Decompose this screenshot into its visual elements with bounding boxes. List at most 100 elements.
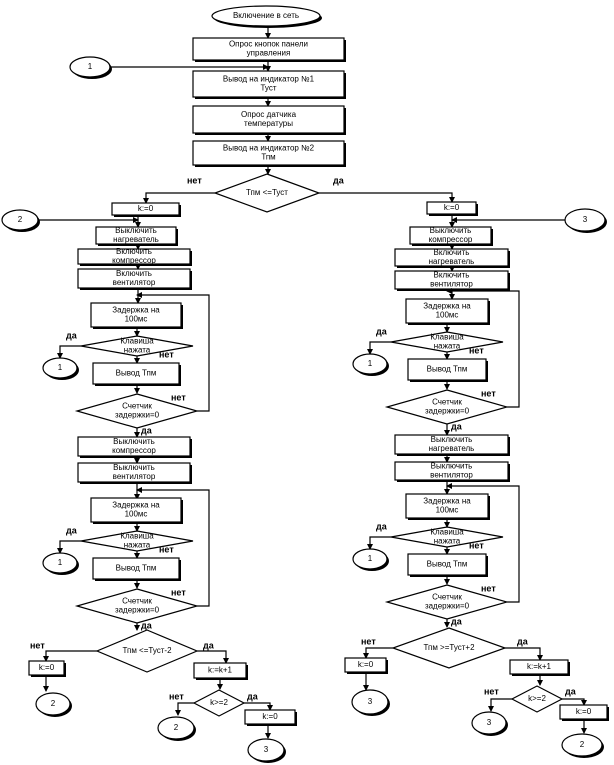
fan-on-box-text: вентилятор <box>113 278 156 287</box>
right-condition-diamond <box>391 627 507 669</box>
connector-1-text: 1 <box>368 359 373 368</box>
k-check-diamond <box>192 689 246 717</box>
heater-off-box-text: нагреватель <box>113 235 159 244</box>
flow-line <box>363 647 393 659</box>
flow-line <box>43 650 97 662</box>
delay-counter-diamond-text: Счетчик <box>432 593 462 602</box>
yes-label: да <box>565 686 577 696</box>
delay-counter-diamond-text: Счетчик <box>122 402 152 411</box>
flow-line <box>136 487 210 607</box>
poll-sensor-box <box>192 105 345 134</box>
fan-on-box-text: Включить <box>116 269 152 278</box>
connector-3-text: 3 <box>487 718 492 727</box>
no-label: нет <box>484 686 499 696</box>
connector-3 <box>471 711 507 735</box>
fan-off-box-text: вентилятор <box>113 472 156 481</box>
delay-box-text: Задержка на <box>423 497 471 506</box>
left-condition-diamond <box>95 629 199 673</box>
flow-line <box>175 702 194 716</box>
fan-off-box-text: Выключить <box>113 463 155 472</box>
key-pressed-diamond-text: Клавиша <box>120 532 154 541</box>
delay-counter-diamond-text: задержки=0 <box>115 606 160 615</box>
connector-3 <box>247 738 285 762</box>
key-pressed-diamond-text: Клавиша <box>430 528 464 537</box>
flow-line <box>446 483 520 603</box>
connector-2 <box>157 716 195 740</box>
flow-line <box>244 702 273 711</box>
yes-label: да <box>247 691 259 701</box>
delay-box-text: Задержка на <box>112 501 160 510</box>
k-reset-box-text: k:=0 <box>39 663 55 672</box>
left-condition-diamond-text: Тпм <=Туст-2 <box>122 646 172 655</box>
delay-counter-diamond-text: задержки=0 <box>115 411 160 420</box>
output-tpm-box-text: Вывод Тпм <box>116 564 157 573</box>
key-pressed-diamond-text: нажата <box>124 346 151 355</box>
heater-off-box-text: Выключить <box>115 226 157 235</box>
connector-2-text: 2 <box>18 215 23 224</box>
start-oval-text: Включение в сеть <box>233 11 299 20</box>
k-reset-box-text: k:=0 <box>576 707 592 716</box>
no-label: нет <box>481 583 496 593</box>
yes-label: да <box>517 636 529 646</box>
flow-line <box>57 345 81 359</box>
k-increment-box-text: k:=k+1 <box>208 666 233 675</box>
flow-line <box>446 288 520 408</box>
connector-1 <box>42 357 78 379</box>
indicator1-box-text: Туст <box>260 84 276 93</box>
fan-on-box <box>77 268 191 289</box>
output-tpm-box-text: Вывод Тпм <box>427 365 468 374</box>
heater-off-box-text: Выключить <box>431 435 473 444</box>
k-check-diamond-text: k>=2 <box>528 694 546 703</box>
indicator2-box <box>192 140 345 166</box>
compressor-off-box-text: компрессор <box>112 446 156 455</box>
indicator2-box-text: Тпм <box>261 153 275 162</box>
heater-on-box-text: Включить <box>434 248 470 257</box>
fan-on-box-text: Включить <box>434 271 470 280</box>
compressor-on-box-text: Включить <box>116 247 152 256</box>
no-label: нет <box>187 175 202 185</box>
delay-counter-diamond-text: Счетчик <box>122 597 152 606</box>
k-increment-box-text: k:=k+1 <box>527 662 552 671</box>
connector-2-text: 2 <box>174 723 179 732</box>
delay-box-text: 100мс <box>125 315 148 324</box>
flow-line <box>319 192 455 203</box>
k-reset-box-text: k:=0 <box>358 660 374 669</box>
key-pressed-diamond-text: нажата <box>434 537 461 546</box>
delay-counter-diamond-text: задержки=0 <box>425 602 470 611</box>
k-check-diamond-text: k>=2 <box>210 698 228 707</box>
yes-label: да <box>66 330 78 340</box>
delay-box <box>90 497 182 523</box>
no-label: нет <box>361 636 376 646</box>
heater-off-box <box>394 434 509 455</box>
key-pressed-diamond-text: нажата <box>434 342 461 351</box>
connector-1-text: 1 <box>88 62 93 71</box>
flow-line <box>488 698 512 712</box>
no-label: нет <box>481 388 496 398</box>
delay-box <box>90 302 182 328</box>
flow-line <box>136 292 210 412</box>
flow-line <box>505 647 543 661</box>
k-reset-box-text: k:=0 <box>262 712 278 721</box>
yes-label: да <box>141 620 153 630</box>
fan-off-box <box>77 462 191 483</box>
flow-line <box>197 650 229 664</box>
delay-counter-diamond-text: задержки=0 <box>425 407 470 416</box>
connector-3-text: 3 <box>368 697 373 706</box>
yes-label: да <box>376 521 388 531</box>
key-pressed-diamond-text: нажата <box>124 541 151 550</box>
yes-label: да <box>451 616 463 626</box>
connector-2-text: 2 <box>580 740 585 749</box>
flow-line <box>367 536 391 550</box>
connector-3 <box>351 689 389 715</box>
fan-off-box-text: вентилятор <box>430 471 473 480</box>
start-oval <box>211 5 321 27</box>
k-check-diamond <box>510 685 564 713</box>
no-label: нет <box>469 540 484 550</box>
delay-box-text: Задержка на <box>112 306 160 315</box>
no-label: нет <box>159 349 174 359</box>
connector-2-text: 2 <box>51 699 56 708</box>
k-reset-box-text: k:=0 <box>138 204 154 213</box>
delay-box-text: 100мс <box>436 506 459 515</box>
